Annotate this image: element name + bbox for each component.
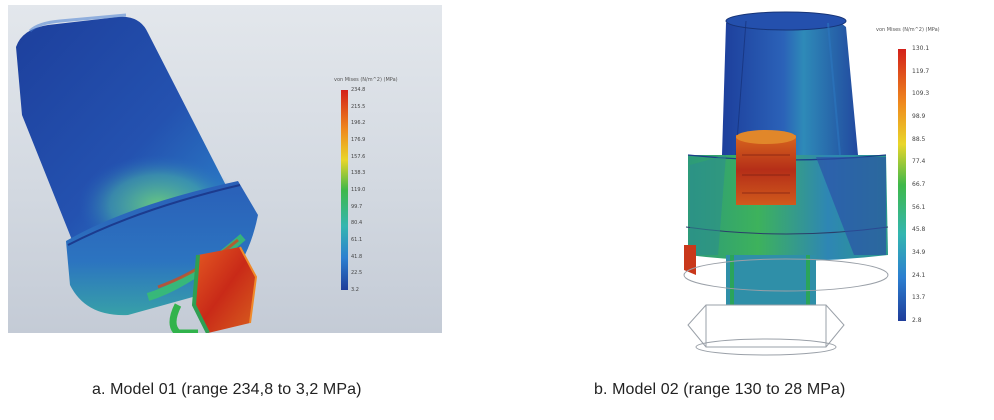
caption-model-01: a. Model 01 (range 234,8 to 3,2 MPa) [92, 381, 362, 398]
stress-render-model-02 [683, 11, 906, 356]
legend-tick: 56.1 [912, 203, 926, 211]
legend-tick: 98.9 [912, 112, 926, 120]
legend-title-model-02: von Mises (N/m^2) (MPa) [876, 27, 940, 33]
legend-tick: 215.5 [351, 103, 366, 110]
abutment-stem-model-02 [726, 255, 816, 305]
stress-render-model-01 [16, 13, 348, 333]
legend-tick: 2.8 [912, 316, 922, 324]
legend-tick: 99.7 [351, 203, 363, 210]
legend-ticks-model-01: 234.8 215.5 196.2 176.9 157.6 138.3 119.0 99.7 8… [351, 88, 365, 296]
legend-tick: 77.4 [912, 158, 926, 166]
legend-tick: 130.1 [912, 45, 930, 52]
legend-tick: 3.2 [351, 286, 359, 293]
color-scale-bar-model-01 [341, 90, 348, 290]
caption-model-02: b. Model 02 (range 130 to 28 MPa) [594, 381, 846, 398]
legend-tick: 176.9 [351, 136, 366, 143]
legend-tick: 119.7 [912, 67, 930, 75]
legend-tick: 88.5 [912, 135, 926, 143]
figure-panel-model-02: von Mises (N/m^2) (MPa) 130.1 119.7 109.3 9… [666, 5, 966, 360]
color-scale-bar-model-02 [898, 49, 906, 321]
legend-tick: 24.1 [912, 271, 926, 279]
abutment-hex-model-01 [194, 247, 256, 333]
legend-tick: 13.7 [912, 294, 926, 302]
legend-tick: 196.2 [351, 120, 366, 127]
legend-ticks-model-02: 130.1 119.7 109.3 98.9 88.5 77.4 66.7 56.1 45.8 3… [912, 46, 929, 326]
legend-tick: 119.0 [351, 186, 366, 193]
abutment-screw-cavity-model-02 [736, 135, 796, 205]
hex-base-wireframe-model-02 [683, 258, 889, 356]
legend-tick: 234.8 [351, 87, 366, 93]
legend-title-model-01: von Mises (N/m^2) (MPa) [334, 77, 398, 83]
legend-tick: 80.4 [351, 220, 363, 227]
abutment-cone-model-02 [722, 14, 858, 155]
legend-tick: 22.5 [351, 270, 363, 277]
legend-tick: 157.6 [351, 153, 366, 160]
legend-tick: 109.3 [912, 90, 930, 98]
figure-panel-model-01: von Mises (N/m^2) (MPa) 234.8 215.5 196.2 1… [8, 5, 442, 333]
legend-tick: 41.8 [351, 253, 363, 260]
legend-tick: 45.8 [912, 226, 926, 234]
legend-tick: 138.3 [351, 170, 366, 177]
legend-tick: 34.9 [912, 248, 926, 256]
legend-tick: 66.7 [912, 180, 926, 188]
legend-tick: 61.1 [351, 236, 363, 243]
